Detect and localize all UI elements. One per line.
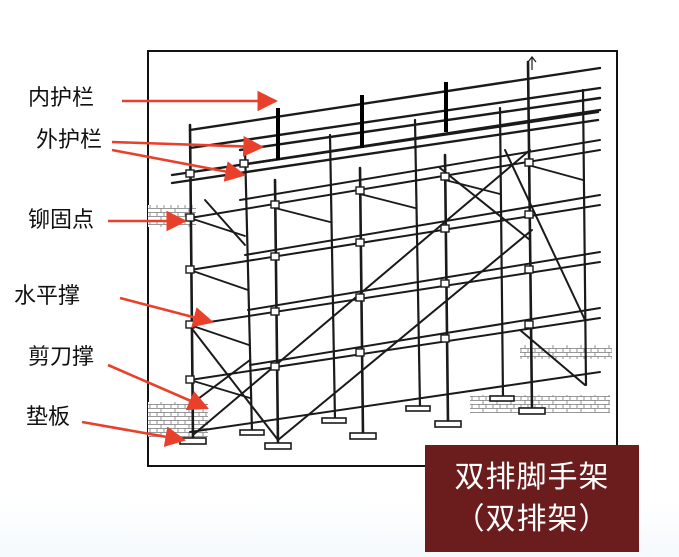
callout-arrows xyxy=(81,90,279,447)
top-marker xyxy=(527,56,537,70)
label-inner-guardrail: 内护栏 xyxy=(28,86,95,111)
top-platform xyxy=(170,66,602,185)
label-base-plate: 垫板 xyxy=(26,405,71,430)
scissor-braces xyxy=(189,149,586,441)
caption-title: 双排脚手架 xyxy=(454,459,610,495)
label-anchor-point: 铆固点 xyxy=(28,208,95,233)
rear-standards xyxy=(243,88,588,434)
label-horizontal-brace: 水平撑 xyxy=(14,284,81,309)
guardrail-posts xyxy=(276,82,448,160)
label-outer-guardrail: 外护栏 xyxy=(36,128,103,153)
caption-subtitle: （双排架） xyxy=(454,501,610,537)
label-scissor-brace: 剪刀撑 xyxy=(28,345,95,370)
transoms xyxy=(189,164,584,399)
caption-box: 双排脚手架 （双排架） xyxy=(425,445,639,552)
base-plates xyxy=(179,395,546,450)
